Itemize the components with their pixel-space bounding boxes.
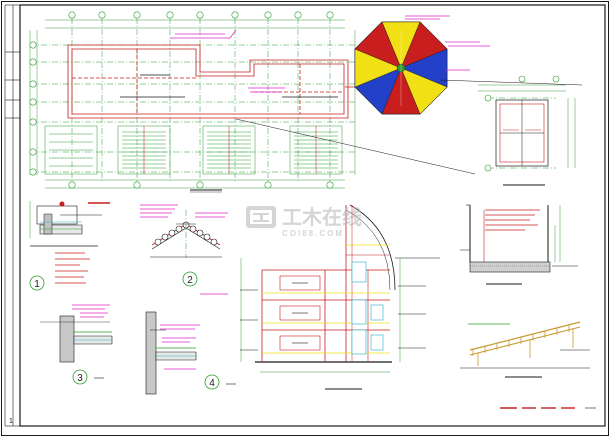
watermark-text: 工木在线 xyxy=(282,205,362,229)
detail-2 xyxy=(150,210,222,258)
detail-3 xyxy=(40,304,113,363)
roof-plan-dimensions xyxy=(29,19,356,189)
skylight-detail xyxy=(478,84,576,169)
axis-bubbles-bottom xyxy=(68,181,334,189)
roof-outline xyxy=(67,44,362,119)
callout-3 xyxy=(72,369,88,385)
detail-2-notes xyxy=(140,204,228,295)
callout-1-number: 1 xyxy=(34,279,40,290)
left-title-strip xyxy=(4,4,20,427)
roof-plan-notes xyxy=(170,29,285,93)
detail-1 xyxy=(29,201,110,238)
skylight-detail-bubbles xyxy=(484,75,560,172)
roof-plan-axis-lines xyxy=(30,18,355,182)
axis-bubbles-top xyxy=(68,11,334,19)
page-number: 1 xyxy=(9,418,13,425)
detail-4 xyxy=(145,311,200,395)
octagon-leaders xyxy=(405,15,490,71)
stair-block-3 xyxy=(289,125,343,175)
parapet-notes xyxy=(485,209,540,231)
stair-block-1 xyxy=(117,125,171,175)
callout-1 xyxy=(29,275,45,291)
parapet-detail xyxy=(460,204,578,273)
inner-frame xyxy=(19,4,606,427)
callout-2-number: 2 xyxy=(187,275,193,286)
section-leaders xyxy=(240,257,440,351)
detail-1-notes xyxy=(30,245,98,284)
callout-4 xyxy=(204,374,220,390)
stair-block-2 xyxy=(202,125,256,175)
detail-link-lines xyxy=(235,79,583,175)
watermark-subtext: COI88.COM xyxy=(282,229,344,238)
pergola-notes xyxy=(460,323,590,369)
octagon-skylight xyxy=(354,21,448,115)
callout-4-number: 4 xyxy=(209,378,215,389)
roof-room-labels xyxy=(120,74,338,98)
section-elevation xyxy=(240,204,401,373)
callout-2 xyxy=(182,271,198,287)
pergola-elevation xyxy=(469,321,581,366)
axis-bubbles-left xyxy=(29,41,37,176)
callout-3-number: 3 xyxy=(77,373,83,384)
watermark-logo xyxy=(246,206,276,228)
stair-block-0 xyxy=(44,125,98,175)
watermark: 工木在线 COI88.COM xyxy=(246,205,362,238)
